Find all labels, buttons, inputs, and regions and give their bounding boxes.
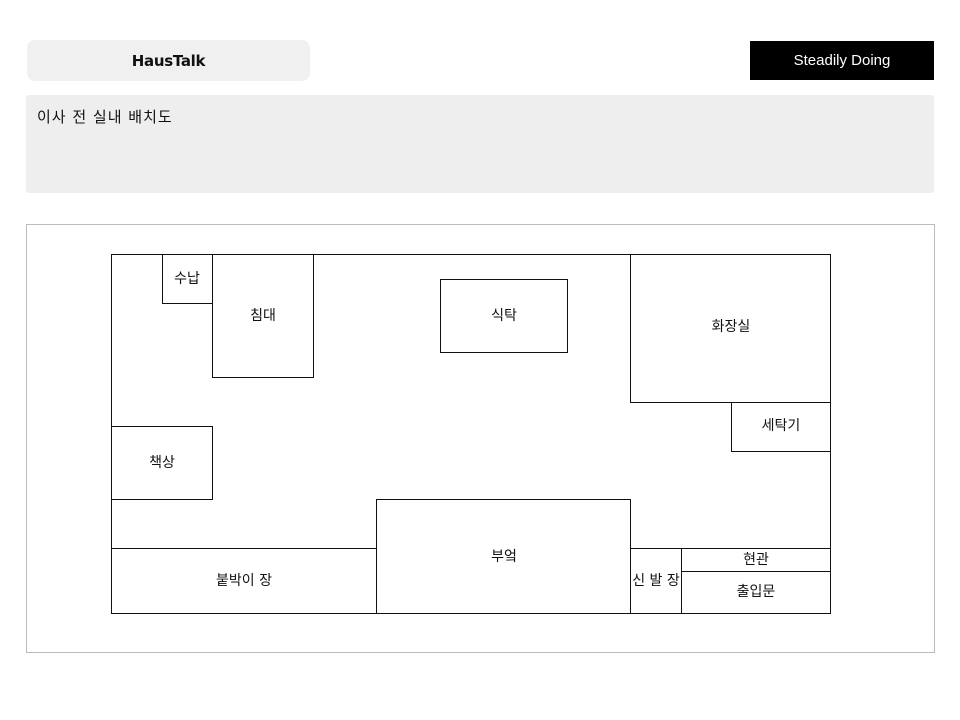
floor-plan-frame (26, 224, 935, 653)
room-label-entrance: 현관 (743, 552, 769, 568)
room-entrance: 현관 출입문 (681, 552, 831, 600)
room-label-storage: 수납 (174, 271, 200, 287)
room-label-dining-table: 식탁 (491, 308, 517, 324)
room-label-shoe-cabinet: 신 발 장 (632, 573, 680, 589)
room-dining-table: 식탁 (440, 279, 568, 353)
room-bathroom: 화장실 (630, 254, 831, 403)
room-label-built-in-closet: 붙박이 장 (216, 573, 272, 589)
brand-name: HausTalk (131, 51, 206, 70)
note-title: 이사 전 실내 배치도 (37, 108, 173, 126)
brand-badge: HausTalk (27, 40, 310, 81)
room-kitchen: 부엌 (376, 499, 631, 614)
room-desk: 책상 (111, 426, 213, 500)
status-badge: Steadily Doing (750, 41, 934, 80)
room-label-bed: 침대 (250, 308, 276, 324)
room-label-washer: 세탁기 (762, 418, 801, 434)
room-bed: 침대 (212, 254, 314, 378)
room-washer: 세탁기 (731, 402, 831, 452)
room-storage: 수납 (162, 254, 213, 304)
room-label-kitchen: 부엌 (491, 549, 517, 565)
room-built-in-closet: 붙박이 장 (111, 548, 377, 589)
room-label-front-door: 출입문 (737, 584, 776, 600)
note-panel: 이사 전 실내 배치도 (26, 95, 934, 193)
status-label: Steadily Doing (793, 52, 891, 69)
room-label-bathroom: 화장실 (712, 319, 751, 335)
room-shoe-cabinet: 신 발 장 (630, 548, 831, 614)
room-label-desk: 책상 (149, 455, 175, 471)
